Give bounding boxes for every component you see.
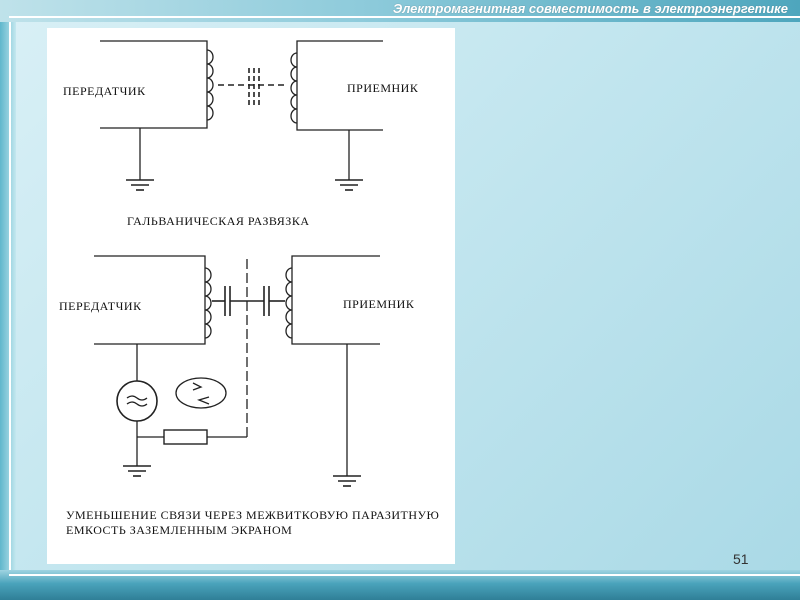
current-loop-arrows: [175, 377, 227, 409]
bottom-ground-right: [333, 475, 361, 487]
top-receiver-label: ПРИЕМНИК: [347, 81, 419, 95]
bottom-ground-left: [123, 465, 151, 477]
circuit-figure: ПЕРЕДАТЧИК ПРИЕМНИК ГАЛЬВАНИЧЕСКАЯ РАЗВЯ…: [47, 28, 455, 564]
bottom-transmitter-circuit: [94, 255, 212, 466]
top-transmitter-circuit: [100, 40, 214, 180]
top-ground-right: [335, 179, 363, 191]
page-number: 51: [733, 551, 749, 567]
header-title: Электромагнитная совместимость в электро…: [392, 1, 788, 16]
bottom-caption-line1: УМЕНЬШЕНИЕ СВЯЗИ ЧЕРЕЗ МЕЖВИТКОВУЮ ПАРАЗ…: [66, 508, 440, 522]
screen-resistor: [163, 258, 248, 445]
circuit-diagram-svg: [94, 40, 383, 487]
top-receiver-circuit: [290, 40, 383, 180]
top-transmitter-label: ПЕРЕДАТЧИК: [63, 84, 146, 98]
top-transformer-core: [218, 68, 287, 106]
footer-bar: [0, 570, 800, 600]
header-bar: Электромагнитная совместимость в электро…: [0, 0, 800, 22]
top-caption: ГАЛЬВАНИЧЕСКАЯ РАЗВЯЗКА: [127, 214, 310, 228]
bottom-transmitter-label: ПЕРЕДАТЧИК: [59, 299, 142, 313]
generator-symbol: [116, 380, 158, 422]
bottom-receiver-circuit: [285, 255, 380, 476]
coupling-capacitors: [212, 286, 285, 316]
bottom-caption-line2: ЕМКОСТЬ ЗАЗЕМЛЕННЫМ ЭКРАНОМ: [66, 523, 293, 537]
left-rail-decoration: [0, 0, 16, 600]
bottom-receiver-label: ПРИЕМНИК: [343, 297, 415, 311]
top-ground-left: [126, 179, 154, 191]
